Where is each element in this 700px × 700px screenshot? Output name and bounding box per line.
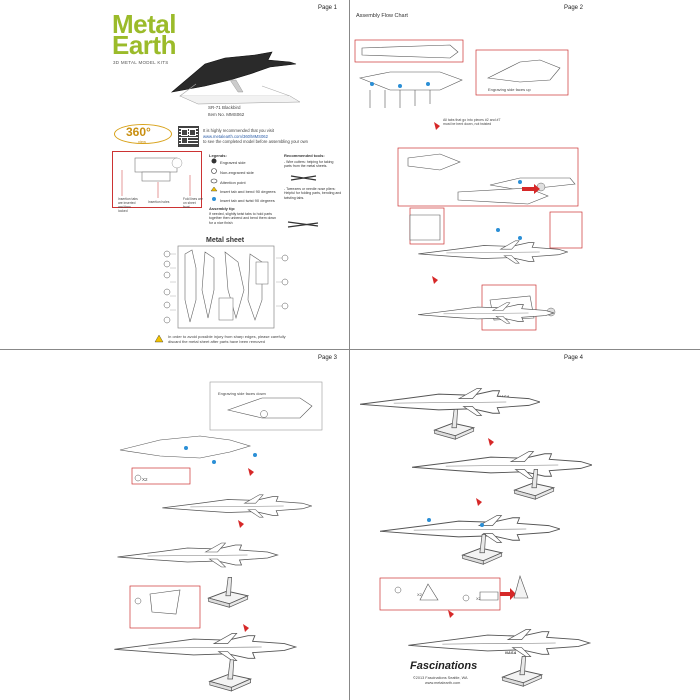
legend-engraved: Engraved side	[220, 160, 246, 165]
legend-non-engraved: Non-engraved side	[220, 170, 254, 175]
website-text[interactable]: www.metalearth.com	[425, 681, 461, 685]
insertion-tabs-label: Insertion tabs are inserted and then loc…	[118, 197, 138, 213]
tagline: 3D METAL MODEL KITS	[113, 60, 169, 65]
tool-cutters: - Wire cutters: helping for taking parts…	[284, 160, 334, 169]
product-name: SR-71 Blackbird	[208, 105, 241, 110]
engraving-up-note: Engraving side faces up	[488, 87, 531, 92]
page-number: Page 2	[564, 5, 584, 11]
fold-diagram-box	[112, 151, 202, 208]
page-4: Page 4	[350, 350, 700, 700]
page-1: Page 1	[0, 0, 350, 350]
product-info: SR-71 Blackbird Item No. MMS062	[208, 104, 244, 118]
copyright-block: ©2013 Fascinations Seattle, WA www.metal…	[413, 676, 468, 686]
page-number: Page 4	[564, 355, 584, 361]
qr-code-icon[interactable]	[178, 126, 199, 147]
view-360-badge: 360° view	[114, 124, 174, 146]
flow-chart-title: Assembly Flow Chart	[356, 13, 408, 19]
qty-x2-label-a: X2	[417, 592, 422, 597]
logo-line-2: Earth	[112, 30, 176, 60]
qty-x2-label-b: X2	[476, 596, 481, 601]
page-number: Page 1	[318, 5, 338, 11]
qty-x2-label: X2	[142, 477, 148, 482]
fold-lines-label: Fold lines are on sheet front	[183, 197, 203, 209]
metal-earth-logo: Metal Earth	[112, 9, 176, 60]
item-number: Item No. MMS062	[208, 112, 245, 117]
instruction-line-1: It is highly recommended that you visit	[203, 128, 274, 133]
nasa-label-2: NASA	[502, 462, 514, 467]
nasa-label-1: NASA	[498, 394, 510, 399]
website-link[interactable]: www.metalearth.com/360/MMS062	[203, 133, 268, 139]
bend-tabs-note: All tabs that go into pieces #2 and #7 m…	[443, 118, 501, 127]
legends-title: Legends:	[209, 153, 227, 158]
legend-attention: Attention point	[220, 180, 246, 185]
legend-twist: Insert tab and twist 90 degrees	[220, 198, 275, 203]
nasa-label-4: NASA	[505, 650, 517, 655]
insertion-holes-label: Insertion holes	[148, 200, 170, 204]
assembly-tip: If needed, slightly twist tabs to hold p…	[209, 212, 276, 225]
metal-sheet-title: Metal sheet	[206, 237, 245, 244]
copyright-text: ©2013 Fascinations Seattle, WA	[413, 676, 468, 680]
publisher-logo: Fascinations	[410, 660, 478, 672]
instruction-line-3: to see the completed model before assemb…	[203, 139, 308, 144]
tools-title: Recommended tools:	[284, 153, 325, 158]
nasa-label-3: NASA	[497, 520, 509, 525]
page-number: Page 3	[318, 355, 338, 361]
view-360-instructions: It is highly recommended that you visit …	[203, 128, 308, 145]
safety-warning: In order to avoid possible injury from s…	[168, 334, 286, 344]
warning-line-2: discard the metal sheet after parts have…	[168, 339, 265, 344]
tool-tweezers: - Tweezers or needle nose pliers: Helpfu…	[284, 187, 342, 200]
badge-360-text: 360°	[126, 125, 151, 139]
badge-view-text: view	[138, 139, 147, 144]
assembly-tip-title: Assembly tip:	[209, 206, 236, 211]
legend-bend: Insert tab and bend 90 degrees	[220, 189, 276, 194]
engraving-down-note: Engraving side faces down	[218, 391, 266, 396]
logo-line-1: Metal	[112, 9, 176, 39]
page-3: Page 3	[0, 350, 350, 700]
orbit-icon	[114, 124, 172, 144]
page-2: Page 2	[350, 0, 700, 350]
warning-line-1: In order to avoid possible injury from s…	[168, 334, 286, 339]
